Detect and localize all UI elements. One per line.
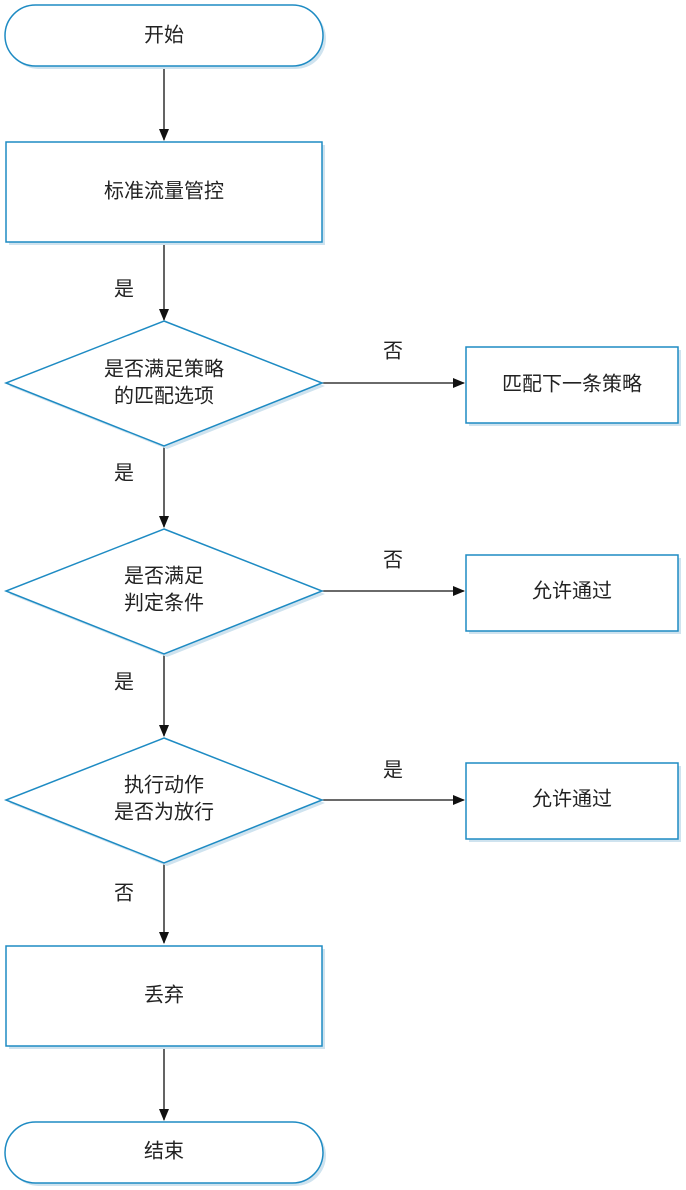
- node-decision-action-line2: 是否为放行: [114, 800, 214, 824]
- node-standard-control: 标准流量管控: [5, 141, 325, 245]
- node-allow-2: 允许通过: [465, 762, 681, 842]
- edge-label-standard-to-decision1: 是: [114, 277, 134, 301]
- node-start-label: 开始: [144, 23, 184, 47]
- node-allow-1-label: 允许通过: [532, 579, 612, 603]
- node-drop: 丢弃: [5, 945, 325, 1049]
- edge-label-decision1-no: 否: [383, 339, 403, 363]
- node-decision-action-line1: 执行动作: [124, 773, 204, 797]
- node-start: 开始: [4, 4, 326, 69]
- node-decision-policy-match-line2: 的匹配选项: [114, 384, 214, 408]
- node-drop-label: 丢弃: [144, 983, 184, 1007]
- node-end: 结束: [4, 1121, 326, 1186]
- node-decision-condition-line2: 判定条件: [124, 591, 204, 615]
- node-decision-policy-match-line1: 是否满足策略: [104, 357, 224, 381]
- node-standard-control-label: 标准流量管控: [104, 179, 224, 203]
- node-decision-condition: 是否满足 判定条件: [3, 528, 325, 657]
- edge-label-decision2-yes: 是: [114, 670, 134, 694]
- node-next-policy-label: 匹配下一条策略: [502, 372, 642, 396]
- node-decision-action: 执行动作 是否为放行: [3, 737, 325, 866]
- node-allow-1: 允许通过: [465, 554, 681, 634]
- node-decision-policy-match: 是否满足策略 的匹配选项: [3, 320, 325, 449]
- edge-label-decision3-no: 否: [114, 881, 134, 905]
- node-allow-2-label: 允许通过: [532, 787, 612, 811]
- edge-label-decision1-yes: 是: [114, 461, 134, 485]
- edge-label-decision2-no: 否: [383, 548, 403, 572]
- node-decision-condition-line1: 是否满足: [124, 564, 204, 588]
- node-end-label: 结束: [144, 1139, 184, 1163]
- node-next-policy: 匹配下一条策略: [465, 346, 681, 426]
- edge-label-decision3-yes: 是: [383, 758, 403, 782]
